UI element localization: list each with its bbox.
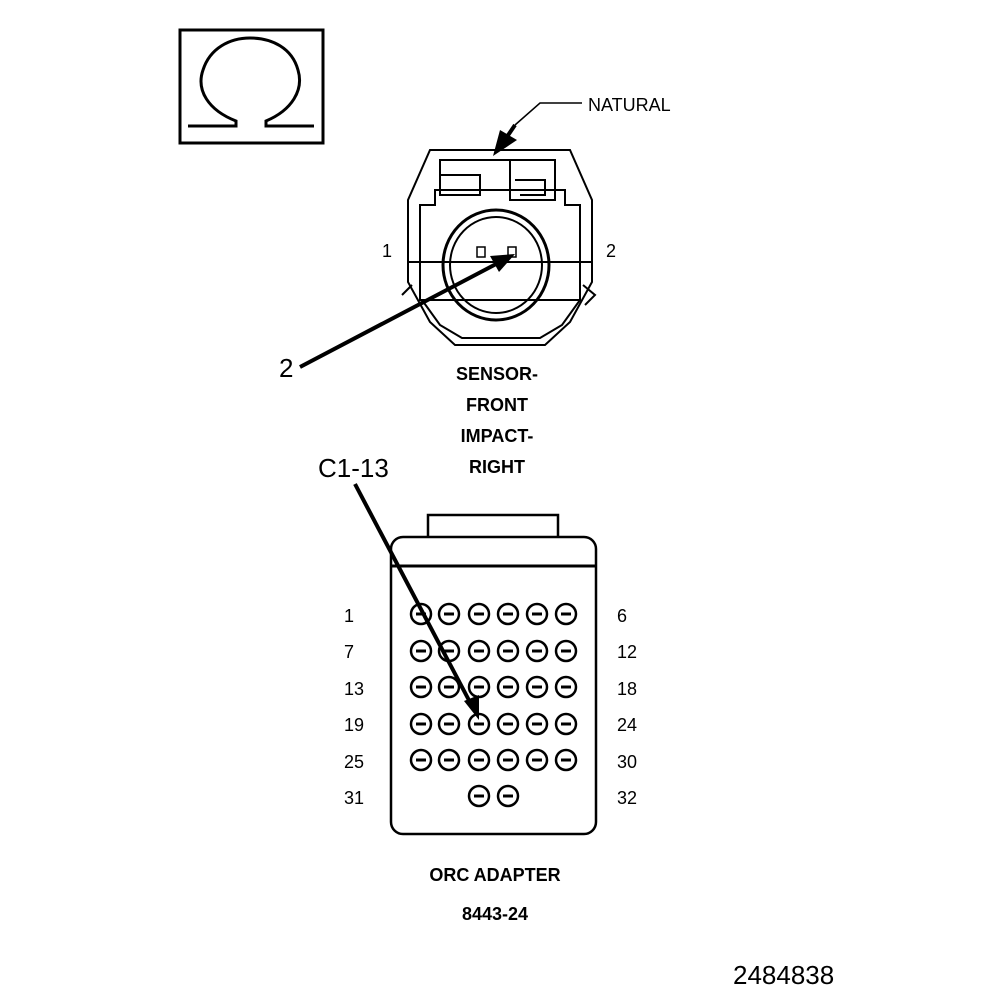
adapter-pin-pointer-arrow — [353, 483, 479, 720]
row-label-right-3: 18 — [617, 679, 637, 699]
row-label-right-1: 6 — [617, 606, 627, 626]
adapter-part-number: 8443-24 — [462, 904, 528, 924]
natural-label: NATURAL — [588, 95, 671, 115]
sensor-connector — [401, 149, 597, 346]
row-label-left-2: 7 — [344, 642, 354, 662]
sensor-pin-pointer-arrow — [299, 254, 515, 369]
adapter-pin-cavity — [437, 748, 461, 772]
adapter-pin-cavity — [554, 602, 578, 626]
adapter-pin-cavity — [437, 602, 461, 626]
adapter-pin-pointer-label: C1-13 — [318, 453, 389, 483]
adapter-pin-cavity — [496, 675, 520, 699]
sensor-name-line-2: FRONT — [466, 395, 528, 415]
adapter-pin-cavity — [409, 712, 433, 736]
figure-id: 2484838 — [733, 960, 834, 990]
row-label-left-1: 1 — [344, 606, 354, 626]
adapter-pin-cavity — [525, 748, 549, 772]
adapter-pin-cavity — [437, 675, 461, 699]
sensor-pin-right-label: 2 — [606, 241, 616, 261]
resistance-ohm-icon — [178, 28, 325, 145]
row-label-left-6: 31 — [344, 788, 364, 808]
row-label-right-6: 32 — [617, 788, 637, 808]
adapter-name: ORC ADAPTER — [429, 865, 560, 885]
adapter-pin-cavity — [525, 712, 549, 736]
adapter-pin-cavity — [554, 639, 578, 663]
adapter-pin-cavity — [525, 639, 549, 663]
adapter-pin-cavity — [467, 602, 491, 626]
adapter-connector — [389, 513, 598, 836]
row-label-right-4: 24 — [617, 715, 637, 735]
row-label-left-4: 19 — [344, 715, 364, 735]
row-label-left-5: 25 — [344, 752, 364, 772]
adapter-pin-cavity — [554, 712, 578, 736]
adapter-pin-grid — [409, 602, 578, 808]
adapter-pin-cavity — [409, 639, 433, 663]
adapter-pin-cavity — [467, 748, 491, 772]
row-label-right-5: 30 — [617, 752, 637, 772]
adapter-pin-cavity — [496, 639, 520, 663]
adapter-pin-cavity — [525, 675, 549, 699]
adapter-pin-cavity — [554, 748, 578, 772]
adapter-pin-cavity — [467, 675, 491, 699]
adapter-pin-cavity — [496, 784, 520, 808]
row-label-right-2: 12 — [617, 642, 637, 662]
sensor-pin-pointer-label: 2 — [279, 353, 293, 383]
sensor-name-line-3: IMPACT- — [461, 426, 534, 446]
adapter-pin-cavity — [496, 712, 520, 736]
adapter-pin-cavity — [437, 712, 461, 736]
row-label-left-3: 13 — [344, 679, 364, 699]
natural-callout-leader — [493, 102, 582, 156]
adapter-pin-cavity — [525, 602, 549, 626]
adapter-pin-cavity — [409, 748, 433, 772]
sensor-name-line-1: SENSOR- — [456, 364, 538, 384]
adapter-pin-cavity — [496, 602, 520, 626]
adapter-pin-cavity — [467, 639, 491, 663]
adapter-pin-cavity — [467, 784, 491, 808]
adapter-pin-cavity — [409, 675, 433, 699]
adapter-pin-cavity — [496, 748, 520, 772]
adapter-pin-cavity — [554, 675, 578, 699]
sensor-name-line-4: RIGHT — [469, 457, 525, 477]
sensor-pin-left-label: 1 — [382, 241, 392, 261]
